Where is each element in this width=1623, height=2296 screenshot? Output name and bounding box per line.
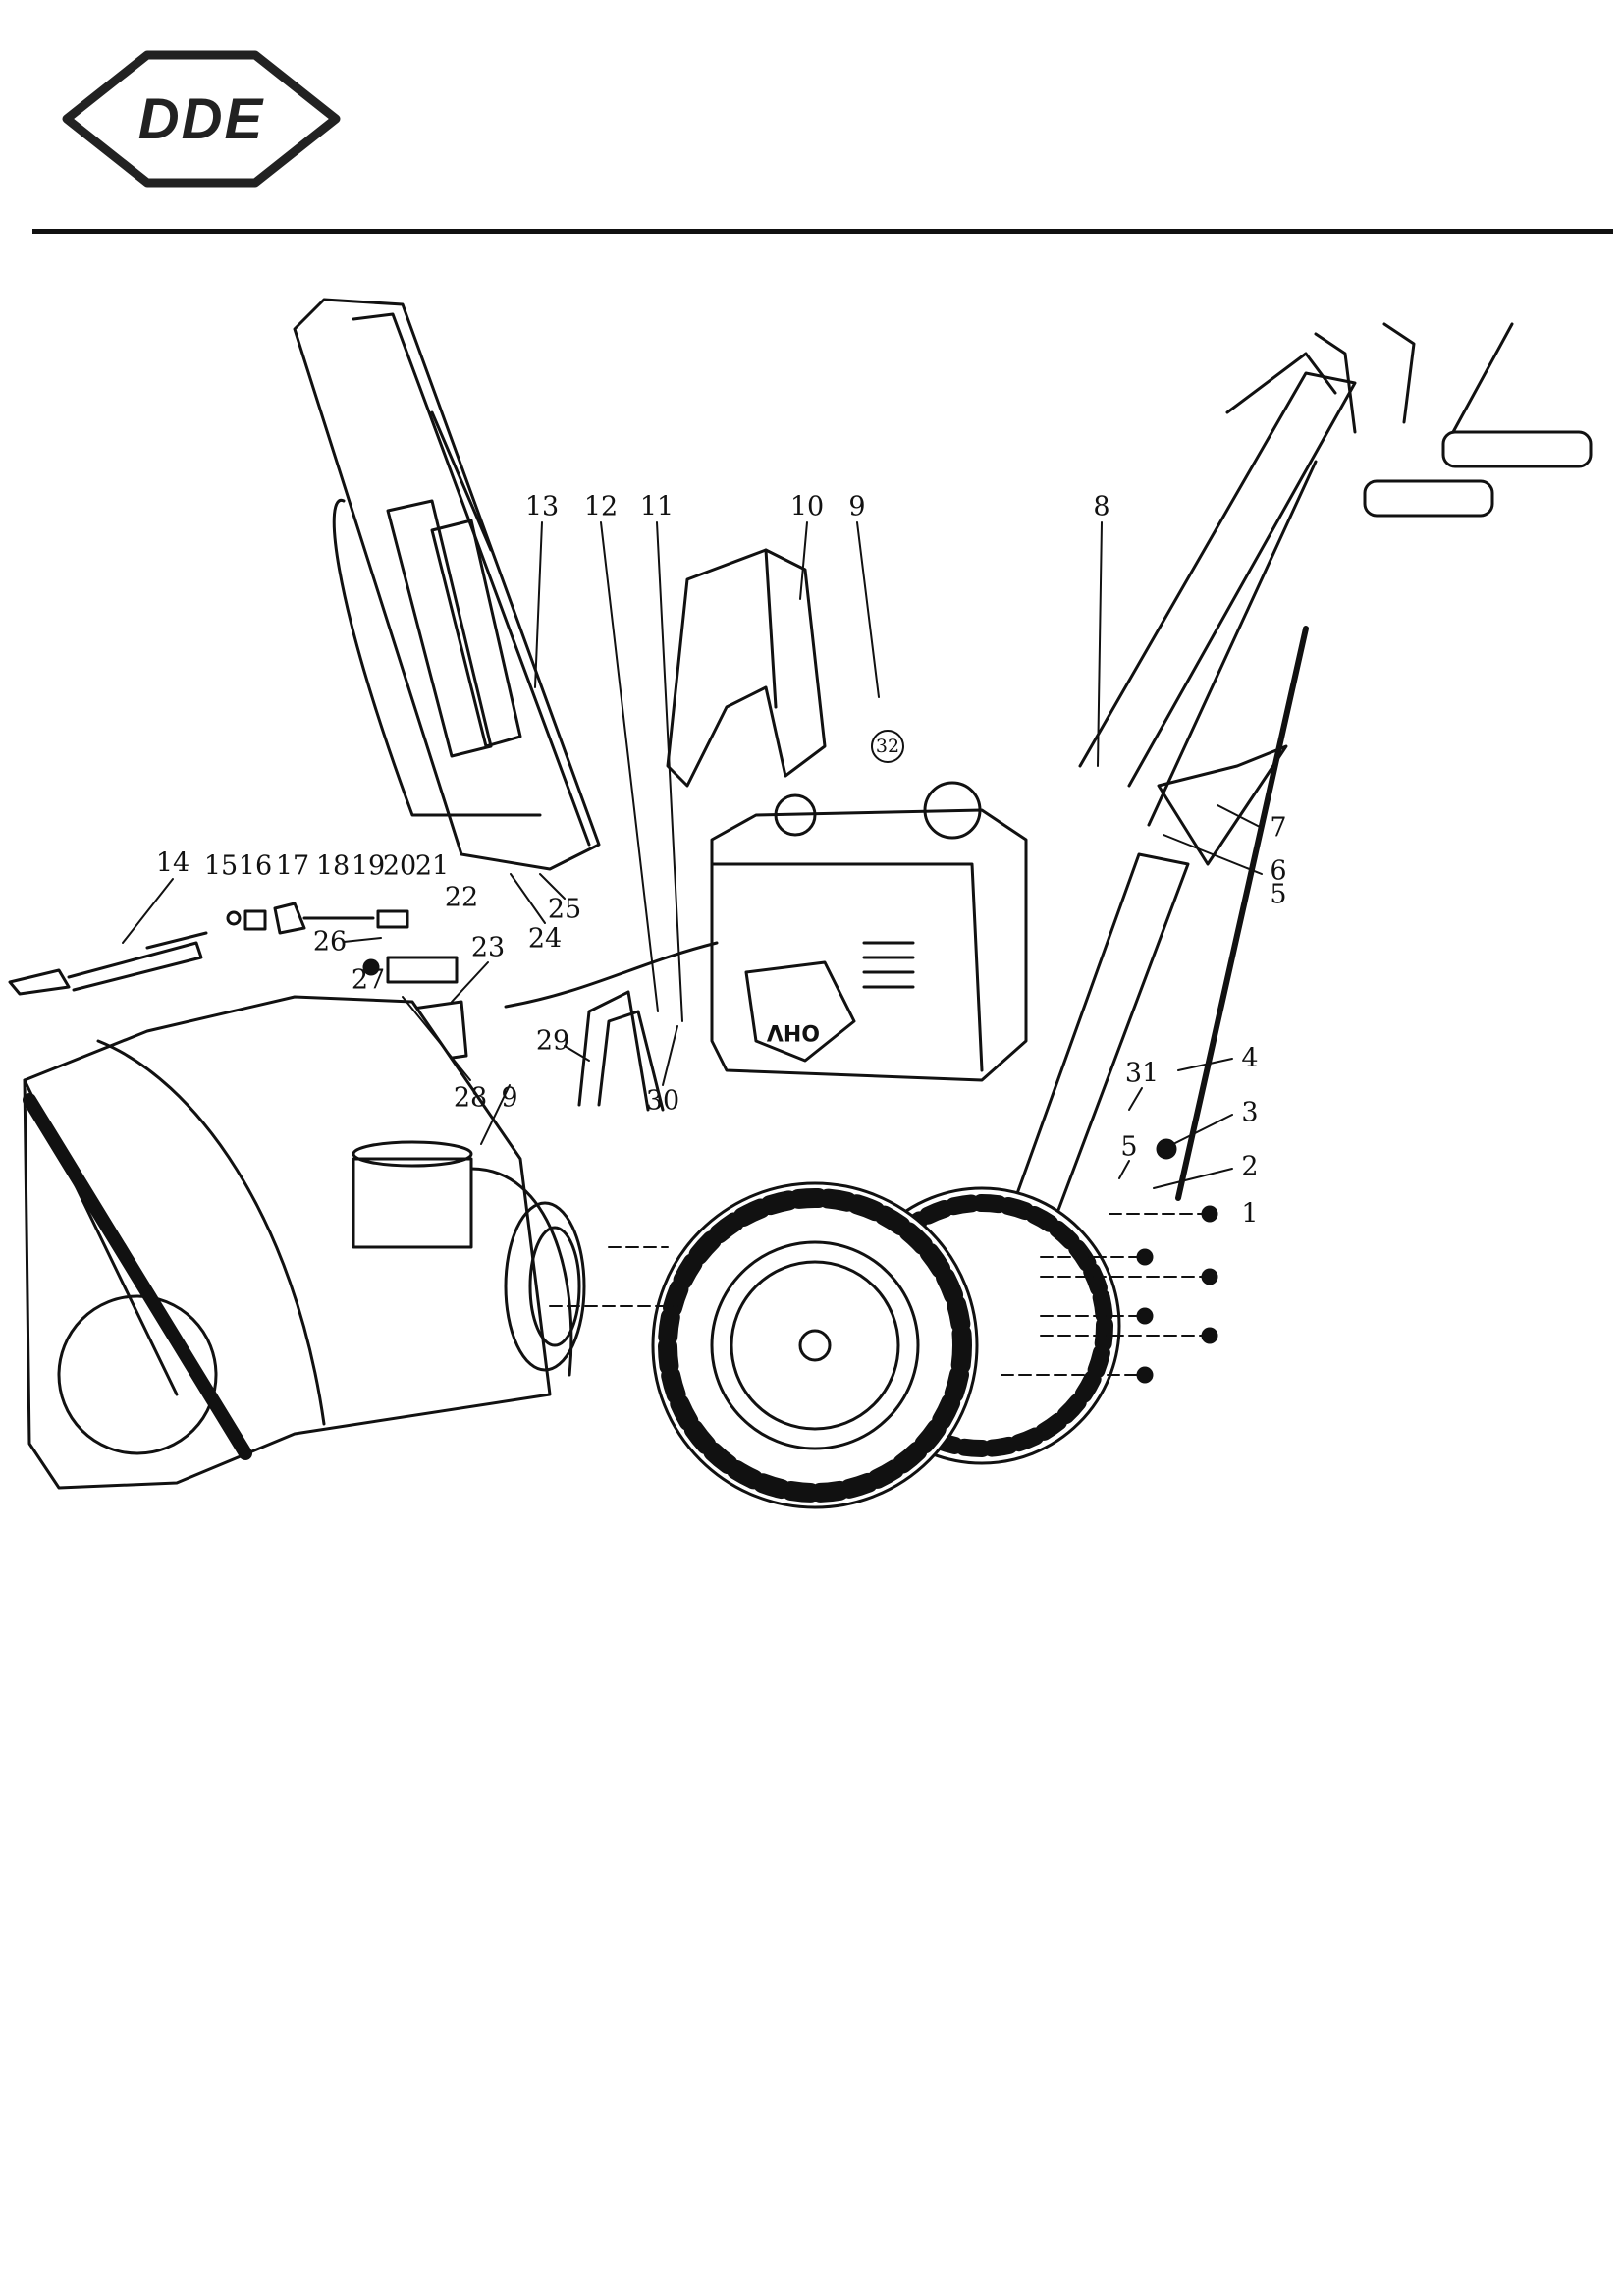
- callout-10: 10: [789, 491, 825, 522]
- leader-lines: [122, 521, 1263, 1189]
- callout-28: 28: [453, 1082, 488, 1114]
- callout-7: 7: [1270, 812, 1287, 844]
- engine-ohv-mark: OHV: [767, 1019, 820, 1044]
- callout-5: 5: [1120, 1131, 1138, 1163]
- callout-1: 1: [1241, 1198, 1259, 1230]
- callout-26: 26: [312, 926, 348, 957]
- callout-20: 20: [382, 850, 417, 882]
- callout-8: 8: [1093, 491, 1110, 522]
- callout-21: 21: [414, 850, 450, 882]
- callout-23: 23: [470, 932, 506, 963]
- handle-assembly: [1000, 322, 1593, 1259]
- callout-29: 29: [535, 1025, 570, 1057]
- callout-5: 5: [1270, 879, 1287, 910]
- nuts: [1136, 1138, 1218, 1384]
- callout-24: 24: [527, 923, 563, 955]
- callout-22: 22: [444, 882, 479, 913]
- callout-3: 3: [1241, 1097, 1259, 1128]
- callout-25: 25: [547, 894, 582, 925]
- callout-4: 4: [1241, 1043, 1259, 1074]
- callout-12: 12: [583, 491, 619, 522]
- header-divider: [32, 229, 1613, 234]
- callout-32: 32: [871, 730, 904, 763]
- callout-15: 15: [203, 850, 239, 882]
- callout-19: 19: [351, 850, 386, 882]
- callout-11: 11: [639, 491, 675, 522]
- callout-14: 14: [155, 847, 190, 879]
- auger-housing: [23, 995, 586, 1490]
- callout-17: 17: [275, 850, 310, 882]
- callout-31: 31: [1124, 1058, 1160, 1089]
- callout-9: 9: [501, 1082, 518, 1114]
- callout-9: 9: [848, 491, 866, 522]
- logo-diamond-icon: [62, 50, 341, 188]
- callout-13: 13: [524, 491, 560, 522]
- callout-18: 18: [315, 850, 351, 882]
- callout-27: 27: [351, 964, 386, 996]
- wheels: [651, 1181, 1121, 1509]
- brand-logo: DDE: [59, 49, 344, 189]
- callout-6: 6: [1270, 855, 1287, 887]
- callout-16: 16: [238, 850, 273, 882]
- wheel-fasteners: [549, 1213, 1204, 1376]
- callout-2: 2: [1241, 1151, 1259, 1182]
- engine: OHV: [710, 781, 1028, 1082]
- brand-name: DDE: [137, 86, 265, 151]
- belt-cover: [666, 548, 827, 788]
- discharge-chute: [293, 298, 601, 871]
- callout-30: 30: [645, 1085, 680, 1117]
- chute-crank-rod: [8, 931, 208, 996]
